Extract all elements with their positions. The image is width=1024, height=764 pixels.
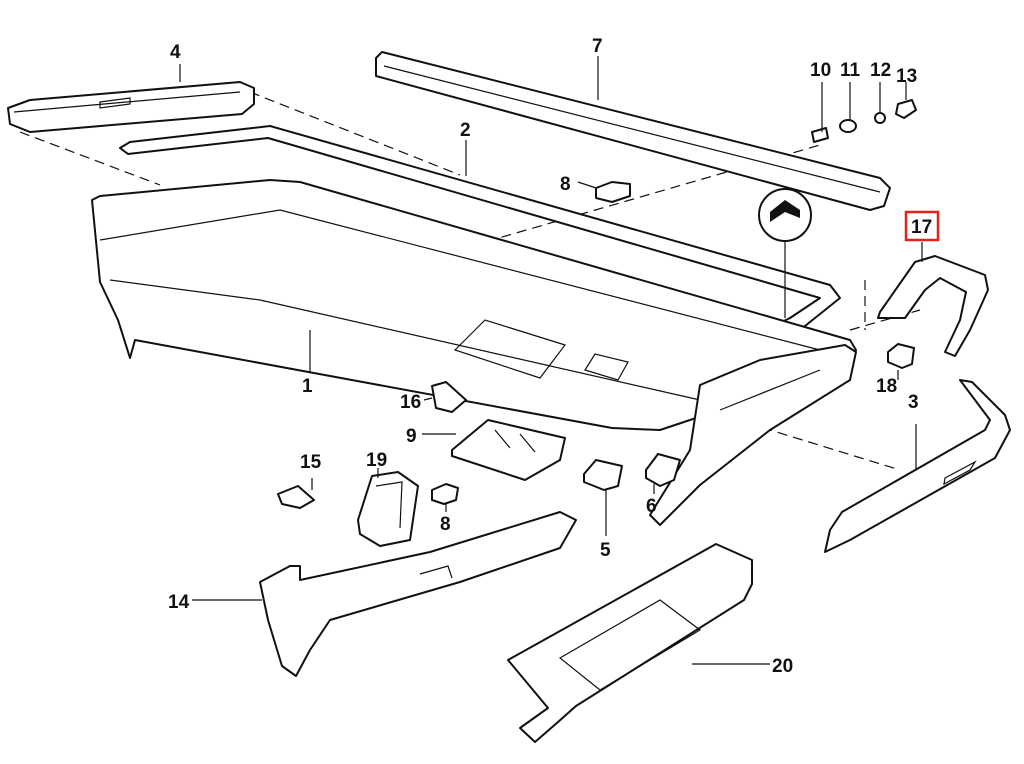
part-7-upper-strip[interactable] xyxy=(375,51,891,211)
label-3: 3 xyxy=(908,392,919,413)
label-17: 17 xyxy=(911,217,932,238)
part-1-bumper-cover[interactable] xyxy=(91,179,857,526)
label-5: 5 xyxy=(600,540,611,561)
label-17-highlight xyxy=(904,210,940,242)
part-18-clip[interactable] xyxy=(887,343,915,369)
label-2: 2 xyxy=(460,120,471,141)
label-18: 18 xyxy=(876,376,897,397)
part-14-bracket[interactable] xyxy=(259,511,577,677)
label-13: 13 xyxy=(896,66,917,87)
part-labels: 4 7 2 8 10 11 12 13 17 18 3 1 16 9 15 19… xyxy=(168,36,940,677)
label-16: 16 xyxy=(400,392,421,413)
label-4: 4 xyxy=(170,42,181,63)
label-15: 15 xyxy=(300,452,322,473)
fasteners-10-13[interactable] xyxy=(811,99,917,143)
part-15-nut[interactable] xyxy=(277,485,315,509)
part-8-bolt-bottom[interactable] xyxy=(431,483,459,505)
label-8-top: 8 xyxy=(560,174,571,195)
label-14: 14 xyxy=(168,592,190,613)
label-8-bottom: 8 xyxy=(440,514,451,535)
part-3-side-trim[interactable] xyxy=(824,379,1011,553)
label-20: 20 xyxy=(772,656,793,677)
part-6-clip[interactable] xyxy=(645,453,681,487)
part-19-holder[interactable] xyxy=(357,471,419,547)
label-12: 12 xyxy=(870,60,891,81)
label-1: 1 xyxy=(302,376,313,397)
part-16-bracket[interactable] xyxy=(431,381,467,413)
part-9-cover-plate[interactable] xyxy=(451,419,566,481)
label-9: 9 xyxy=(406,426,417,447)
part-17-bracket[interactable] xyxy=(877,255,989,357)
detail-circle xyxy=(758,188,812,318)
label-7: 7 xyxy=(592,36,603,57)
part-20-underbody-panel[interactable] xyxy=(507,543,753,743)
label-19: 19 xyxy=(366,450,387,471)
label-11: 11 xyxy=(840,60,861,81)
part-4-left-trim[interactable] xyxy=(7,81,255,133)
part-5-clip[interactable] xyxy=(583,459,623,491)
label-6: 6 xyxy=(646,496,657,517)
label-10: 10 xyxy=(810,60,831,81)
leader-lines xyxy=(179,56,923,665)
part-8-bolt-top[interactable] xyxy=(595,181,631,203)
